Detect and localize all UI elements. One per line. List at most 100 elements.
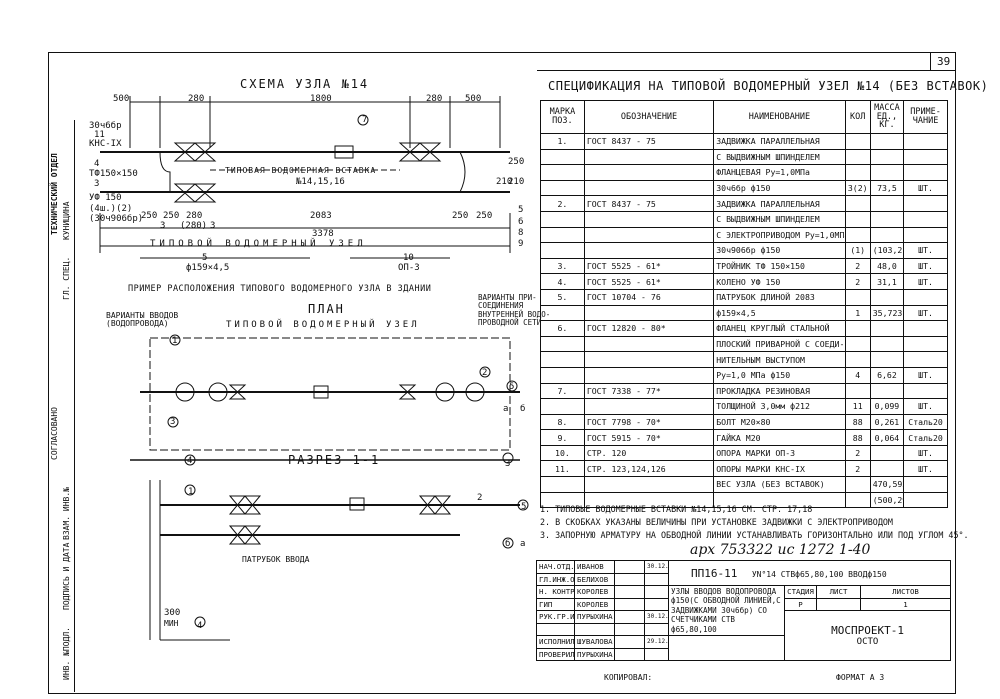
spec-cell-designation: ГОСТ 10704 - 76 [583,288,715,306]
spec-row: НИТЕЛЬНЫМ ВЫСТУПОМ [540,351,948,368]
spec-cell-mark [540,351,585,368]
spec-cell-name: НИТЕЛЬНЫМ ВЫСТУПОМ [713,351,846,368]
spec-cell-mark: 9. [540,429,585,446]
sidebar-agreed: СОГЛАСОВАНО [50,407,59,460]
spec-cell-designation [583,242,715,259]
scheme-drawing [99,96,511,259]
spec-cell-name: ПАТРУБОК ДЛИНОЙ 2083 [713,288,846,306]
spec-cell-designation: СТР. 120 [583,444,715,462]
stamp-stage-value [816,597,861,611]
plan-node-label: ТИПОВОЙ ВОДОМЕРНЫЙ УЗЕЛ [226,320,420,330]
spec-row: 6.ГОСТ 12820 - 80*ФЛАНЕЦ КРУГЛЫЙ СТАЛЬНО… [540,320,948,337]
spec-cell-note [903,133,948,150]
spec-cell-mark: 10. [540,444,585,462]
scheme-right-num-3: 9 [518,239,524,249]
plan-marker-3: 3 [170,417,176,427]
spec-cell-mass [869,148,905,166]
spec-cell-qty: 2 [844,257,871,275]
spec-cell-mass [869,133,905,150]
plan-marker-5: 5 [509,382,515,392]
stamp-signature [614,635,645,649]
stamp-date [644,647,669,661]
spec-header-name: НАИМЕНОВАНИЕ [713,100,846,134]
stamp-person: ШУВАЛОВА [574,635,615,649]
spec-cell-mark: 5. [540,288,585,306]
spec-row: 30ч906бр ф150(1)(103,2)ШТ. [540,242,948,259]
sidebar-chief-spec: ГЛ. СПЕЦ. [62,256,71,300]
spec-cell-designation [583,210,715,228]
stamp-unit: УN°14 СТВф65,80,100 ВВОДф150 [751,569,887,579]
section-marker-a: а [520,539,526,549]
spec-cell-mass: 0,261 [869,413,905,431]
spec-cell-qty: 2 [844,460,871,478]
spec-cell-designation [583,226,715,244]
spec-cell-name: БОЛТ М20×80 [713,413,846,431]
scheme-support: ОП-3 [398,263,420,273]
spec-cell-mass [869,195,905,212]
spec-cell-mark: 1. [540,133,585,150]
spec-cell-designation: ГОСТ 5525 - 61* [583,257,715,275]
spec-cell-designation [583,304,715,322]
stamp-org: МОСПРОЕКТ-1 [831,624,904,637]
spec-header-note: ПРИМЕ-ЧАНИЕ [903,100,948,134]
spec-row: 7.ГОСТ 7338 - 77*ПРОКЛАДКА РЕЗИНОВАЯ [540,382,948,400]
stamp-date: 30.12.82 [644,610,669,624]
spec-cell-mark [540,179,585,197]
stamp-signature [614,647,645,661]
spec-cell-designation: ГОСТ 7798 - 70* [583,413,715,431]
spec-cell-qty [844,288,871,306]
spec-cell-name: ПЛОСКИЙ ПРИВАРНОЙ С СОЕДИ- [713,335,846,353]
spec-cell-note: ШТ. [903,257,948,275]
scheme-left-label-8: (30ч906бр) [89,214,144,224]
spec-cell-note [903,320,948,337]
spec-cell-mark: 8. [540,413,585,431]
scheme-title: СХЕМА УЗЛА №14 [240,77,370,91]
stamp-stage-value: Р [784,597,817,611]
section-marker-5: 5 [521,502,527,512]
scheme-pipe: ф159×4,5 [186,263,230,273]
scheme-left-label-7: (4ш.)(2) [89,204,133,214]
spec-cell-name: ТРОЙНИК ТФ 150×150 [713,257,846,275]
spec-cell-note [903,382,948,400]
spec-cell-designation [583,398,715,415]
scheme-pos-7: 7 [362,115,368,125]
spec-cell-note [903,288,948,306]
spec-cell-note: Сталь20 [903,429,948,446]
plan-marker-b: б [520,404,526,414]
spec-cell-name: ЗАДВИЖКА ПАРАЛЛЕЛЬНАЯ [713,195,846,212]
scheme-dim-b1-3: 2083 [310,211,332,221]
spec-cell-mass [869,444,905,462]
spec-cell-mass: 470,592 [869,476,905,493]
spec-cell-name: Ру=1,0 МПа ф150 [713,366,846,384]
spec-cell-name: ФЛАНЦЕВАЯ Ру=1,0МПа [713,164,846,181]
stamp-stage-header: СТАДИЯ [784,585,817,599]
spec-cell-note [903,195,948,212]
sidebar-signature-date: ПОДПИСЬ И ДАТА [62,542,71,610]
scheme-dim-top-0: 500 [113,94,130,104]
spec-cell-note: ШТ. [903,273,948,290]
scheme-left-label-6: УФ 150 [89,193,122,203]
spec-cell-mark [540,148,585,166]
stamp-empty-cell [668,635,785,661]
spec-cell-qty [844,226,871,244]
spec-cell-note: ШТ. [903,398,948,415]
spec-cell-qty [844,335,871,353]
spec-cell-mark: 11. [540,460,585,478]
spec-cell-mass [869,351,905,368]
spec-cell-name: С ЭЛЕКТРОПРИВОДОМ Ру=1,0МПа [713,226,846,244]
spec-cell-qty: 2 [844,273,871,290]
spec-header-qty: КОЛ [844,100,871,134]
scheme-right-num-0: 5 [518,205,524,215]
scheme-dim-b2-2: 3 [210,221,216,231]
scheme-total: 3378 [312,229,334,239]
spec-cell-name: ОПОРА МАРКИ ОП-3 [713,444,846,462]
scheme-left-label-5: 3 [94,179,100,189]
stamp-role: ПРОВЕРИЛ [536,647,575,661]
